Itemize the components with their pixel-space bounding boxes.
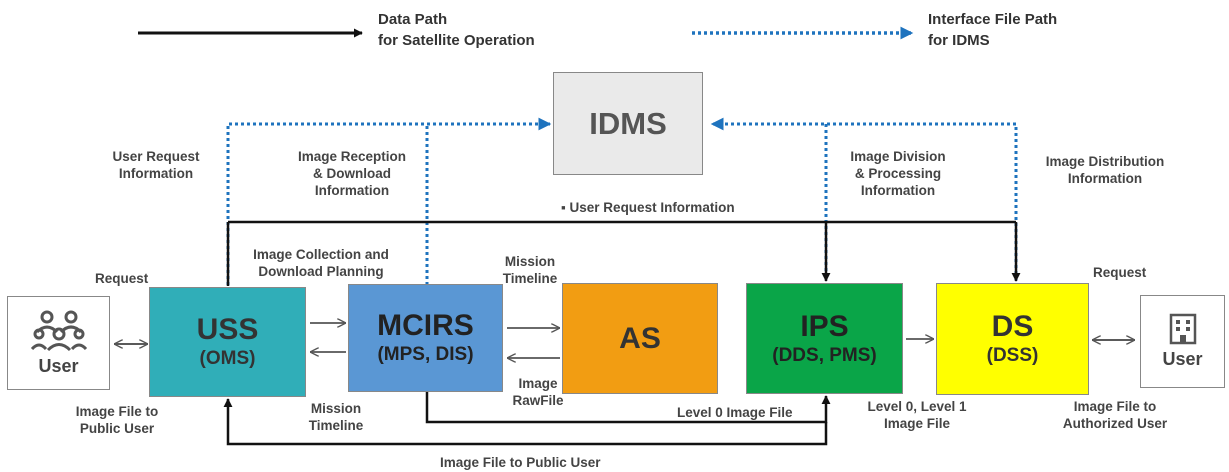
ds-subtitle: (DSS)	[986, 345, 1039, 366]
user-left-box: User	[7, 296, 110, 390]
people-group-icon	[30, 310, 87, 351]
label-level01-file: Level 0, Level 1 Image File	[867, 399, 967, 431]
idms-title: IDMS	[589, 105, 667, 141]
uss-subtitle: (OMS)	[199, 348, 256, 369]
building-icon	[1169, 313, 1196, 345]
legend-dotted-label: Interface File Path for IDMS	[928, 11, 1058, 49]
user-right-label: User	[1162, 349, 1203, 369]
user-right-box: User	[1140, 295, 1225, 388]
as-title: AS	[619, 321, 661, 355]
label-mission-timeline-bottom: Mission Timeline	[308, 401, 364, 433]
label-image-rawfile: Image RawFile	[512, 376, 564, 408]
user-left-label: User	[38, 355, 79, 376]
as-box: AS	[562, 283, 718, 394]
mcirs-subtitle: (MPS, DIS)	[377, 344, 474, 365]
ds-box: DS (DSS)	[936, 283, 1089, 395]
mcirs-box: MCIRS (MPS, DIS)	[348, 284, 503, 392]
ips-title: IPS	[800, 309, 849, 343]
ips-subtitle: (DDS, PMS)	[772, 344, 877, 366]
label-mission-timeline-top: Mission Timeline	[502, 254, 558, 286]
legend-solid-label: Data Path for Satellite Operation	[378, 11, 535, 49]
label-request-left: Request	[95, 271, 149, 286]
path-mcirs-to-ips-level0	[425, 392, 831, 424]
dotted-path-ds-to-idms	[710, 117, 1018, 280]
label-collection-planning: Image Collection and Download Planning	[253, 247, 389, 279]
ds-title: DS	[991, 310, 1034, 343]
idms-box: IDMS	[553, 72, 703, 175]
uss-box: USS (OMS)	[149, 287, 306, 397]
label-level0-file: Level 0 Image File	[677, 405, 793, 420]
label-image-division: Image Division & Processing Information	[850, 149, 946, 198]
mcirs-title: MCIRS	[377, 309, 474, 342]
label-user-request-center: ▪ User Request Information	[561, 200, 735, 215]
label-image-file-authorized: Image File to Authorized User	[1062, 399, 1168, 431]
label-request-right: Request	[1093, 265, 1147, 280]
label-image-reception: Image Reception & Download Information	[297, 149, 407, 198]
label-image-file-public-left: Image File to Public User	[75, 404, 159, 436]
ips-box: IPS (DDS, PMS)	[746, 283, 903, 394]
uss-title: USS	[196, 313, 259, 346]
label-user-request-info: User Request Information	[112, 149, 200, 181]
label-image-file-public-bottom: Image File to Public User	[440, 455, 601, 470]
path-ips-to-uss-public	[223, 398, 828, 446]
label-image-distribution: Image Distribution Information	[1045, 154, 1165, 186]
